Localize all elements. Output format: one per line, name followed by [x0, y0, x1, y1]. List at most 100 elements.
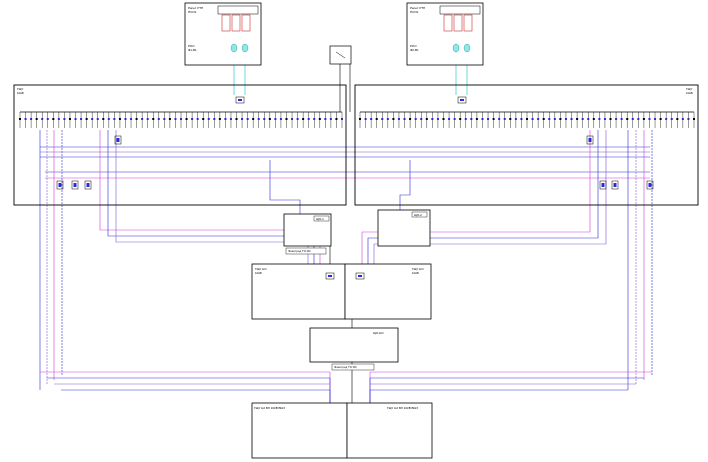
- breaker-mark: [329, 118, 332, 120]
- bottom-left-label: ГЩУ Н2 ВЛ 10КВ ВЫХ: [254, 406, 285, 410]
- breaker-mark: [659, 118, 662, 120]
- device-block: [611, 180, 619, 190]
- device-block: [84, 180, 92, 190]
- device-block: [114, 135, 122, 145]
- breaker-mark: [370, 118, 373, 120]
- breaker-mark: [676, 118, 679, 120]
- breaker-mark: [107, 118, 110, 120]
- breaker-mark: [224, 118, 227, 120]
- lower-right-panel: ГЩУ НО 10кВ: [344, 263, 432, 320]
- breaker-mark: [141, 118, 144, 120]
- breaker-mark: [68, 118, 71, 120]
- breaker-mark: [324, 118, 327, 120]
- breaker-mark: [318, 118, 321, 120]
- breaker-mark: [609, 118, 612, 120]
- breaker-mark: [174, 118, 177, 120]
- breaker-mark: [687, 118, 690, 120]
- drop-line: [361, 130, 591, 264]
- device-block-mark: [116, 138, 120, 142]
- breaker-mark: [553, 118, 556, 120]
- breaker-mark: [257, 118, 260, 120]
- link-line: [399, 160, 411, 210]
- breaker-mark: [113, 118, 116, 120]
- breaker-mark: [464, 118, 467, 120]
- top-right-subpanel: Panel: РТП ПСОК РОО Ф2-В1: [406, 2, 484, 66]
- mid-left-label: ЩО-1: [316, 217, 324, 221]
- breaker-mark: [24, 118, 27, 120]
- small-center-panel: ЩО-НО Электрод ТЗ ЭС: [309, 327, 399, 371]
- drop-line: [107, 130, 315, 264]
- breaker-mark: [202, 118, 205, 120]
- lower-left-line1: ГЩУ НО: [255, 267, 267, 271]
- breaker-mark: [146, 118, 149, 120]
- mid-left-caption: Электрод ТЗ ЭС: [288, 249, 312, 253]
- breaker-mark: [420, 118, 423, 120]
- breaker-mark: [335, 118, 338, 120]
- breaker-mark: [74, 118, 77, 120]
- device-block-mark: [648, 183, 652, 187]
- breaker-mark: [96, 118, 99, 120]
- top-right-subpanel-line2: ПСОК: [410, 10, 419, 14]
- lower-right-line1: ГЩУ НО: [412, 267, 424, 271]
- breaker-mark: [414, 118, 417, 120]
- top-left-subpanel-line3: РОО: [188, 44, 195, 48]
- breaker-mark: [252, 118, 255, 120]
- device-block-mark: [613, 183, 617, 187]
- top-left-subpanel-line4: Ф1-В1: [188, 48, 197, 52]
- breaker-mark: [364, 118, 367, 120]
- breaker-mark: [542, 118, 545, 120]
- main-right-title: ГЩУ: [686, 87, 692, 91]
- breaker-mark: [241, 118, 244, 120]
- breaker-mark: [130, 118, 133, 120]
- incomer-breaker: [325, 272, 335, 280]
- breaker-mark: [291, 118, 294, 120]
- breaker-mark: [681, 118, 684, 120]
- breaker-mark: [46, 118, 49, 120]
- incomer-breaker: [457, 96, 467, 104]
- breaker-mark: [576, 118, 579, 120]
- breaker-mark: [598, 118, 601, 120]
- breaker-mark: [52, 118, 55, 120]
- breaker-mark: [19, 118, 21, 120]
- breaker-mark: [157, 118, 160, 120]
- breaker-mark: [63, 118, 66, 120]
- mid-left-panel: ЩО-1 Электрод ТЗ ЭС: [283, 213, 332, 255]
- breaker-mark: [403, 118, 406, 120]
- drop-line: [99, 130, 321, 264]
- top-left-subpanel: Panel: РТП ПСОК РОО Ф1-В1: [184, 2, 262, 66]
- device-block-mark: [86, 183, 90, 187]
- breaker-mark: [509, 118, 512, 120]
- top-left-subpanel-line2: ПСОК: [188, 10, 197, 14]
- device-block-mark: [588, 138, 592, 142]
- breaker-mark: [514, 118, 517, 120]
- breaker-mark: [180, 118, 182, 120]
- breaker-mark: [431, 118, 434, 120]
- small-center-label: ЩО-НО: [373, 331, 384, 335]
- main-left-panel: ГЩУ 10кВ: [13, 84, 347, 206]
- breaker-mark: [375, 118, 378, 120]
- breaker-mark: [564, 118, 567, 120]
- device-block-mark: [73, 183, 77, 187]
- bottom-right-label: ГЩУ Н2 ВЛ 10КВ ВЫХ: [387, 406, 418, 410]
- device-block: [56, 180, 64, 190]
- breaker-mark: [654, 118, 657, 120]
- breaker-mark: [559, 118, 562, 120]
- main-left-sub: 10кВ: [17, 91, 24, 95]
- breaker-mark: [102, 118, 105, 120]
- breaker-mark: [91, 118, 94, 120]
- incomer-breaker: [355, 272, 365, 280]
- breaker-mark: [570, 118, 573, 120]
- breaker-mark: [581, 118, 584, 120]
- device-block: [599, 180, 607, 190]
- breaker-mark: [386, 118, 389, 120]
- main-right-panel: ГЩУ 10кВ: [354, 84, 699, 206]
- breaker-mark: [85, 118, 88, 120]
- breaker-mark: [80, 118, 83, 120]
- mid-right-panel: ЩО-2: [377, 209, 431, 247]
- breaker-mark: [397, 118, 400, 120]
- breaker-mark: [263, 118, 266, 120]
- breaker-mark: [470, 118, 473, 120]
- mid-right-label: ЩО-2: [414, 213, 422, 217]
- breaker-mark: [218, 118, 221, 120]
